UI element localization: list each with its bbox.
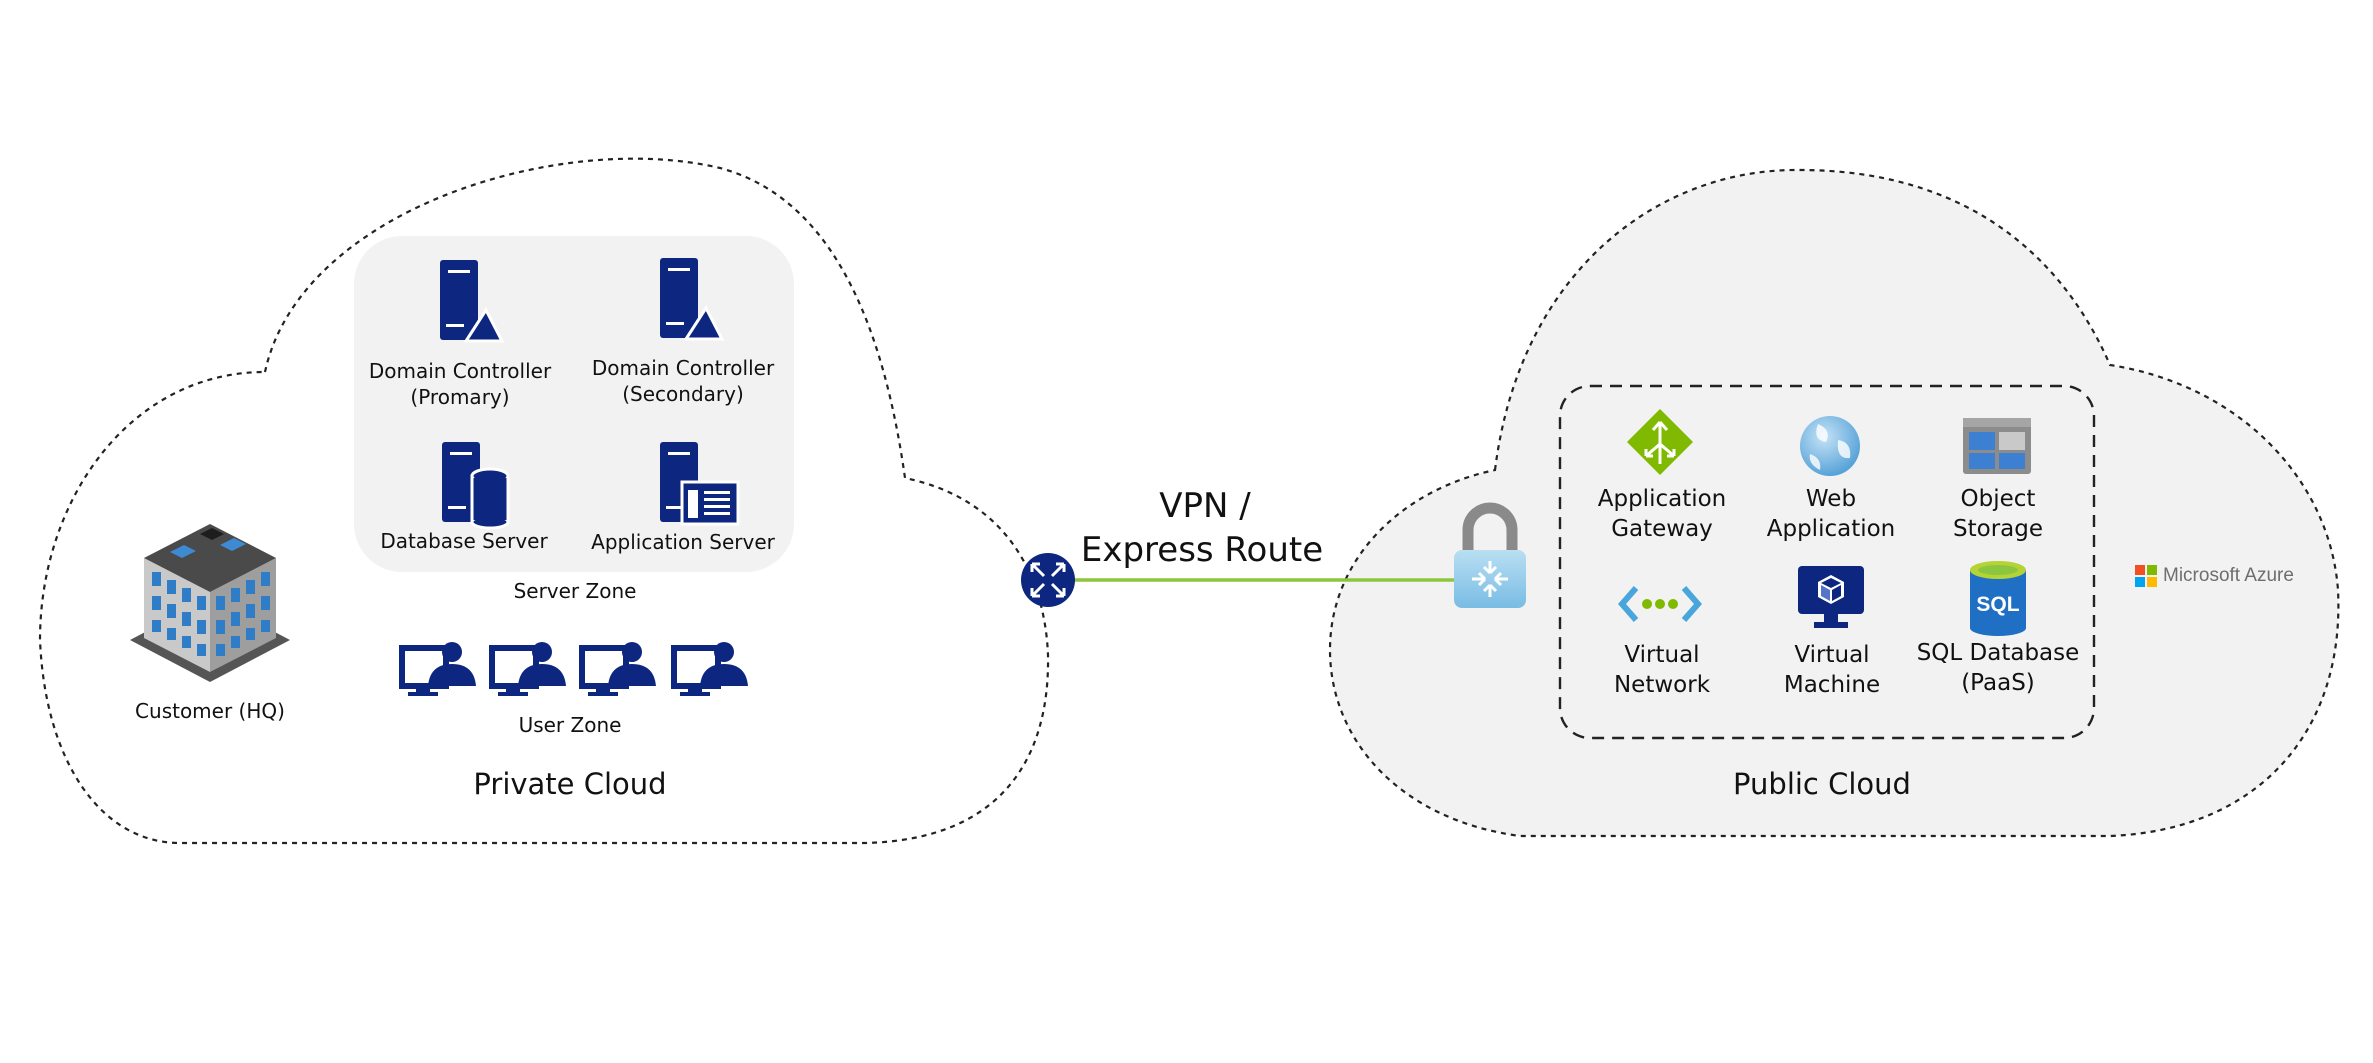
user-workstation-icon <box>579 642 656 696</box>
microsoft-logo-icon <box>2135 565 2157 587</box>
server-label-domain-controller-primary: Domain Controller (Promary) <box>368 359 552 410</box>
service-label-virtual-network: Virtual Network <box>1613 642 1711 699</box>
server-zone-label: Server Zone <box>513 579 637 603</box>
router-icon <box>1021 553 1075 607</box>
service-label-object-storage: Object Storage <box>1953 486 2043 543</box>
domain-controller-secondary-icon <box>660 258 725 341</box>
server-label-application: Application Server <box>591 530 775 554</box>
database-server-icon <box>442 442 510 530</box>
domain-controller-primary-icon <box>440 260 505 343</box>
application-server-icon <box>660 442 740 526</box>
vpn-gateway-lock-icon <box>1454 502 1526 608</box>
user-workstation-icon <box>671 642 748 696</box>
virtual-machine-icon <box>1798 566 1864 628</box>
public-cloud-title: Public Cloud <box>1733 767 1911 801</box>
service-label-virtual-machine: Virtual Machine <box>1783 642 1881 699</box>
vpn-label-line1: VPN / <box>1159 486 1251 526</box>
sql-database-icon: SQL <box>1970 561 2026 636</box>
vpn-label-line2: Express Route <box>1080 530 1324 570</box>
azure-services-box <box>1558 384 2096 740</box>
vendor-logo-text: Microsoft Azure <box>2163 565 2294 586</box>
virtual-network-icon <box>1618 586 1702 622</box>
microsoft-azure-logo: Microsoft Azure <box>2135 565 2294 587</box>
customer-hq-label: Customer (HQ) <box>135 699 285 723</box>
web-application-icon <box>1800 416 1860 476</box>
office-building-icon <box>130 524 290 682</box>
server-label-database: Database Server <box>380 529 548 553</box>
private-cloud-title: Private Cloud <box>473 767 667 801</box>
user-workstation-icon <box>489 642 566 696</box>
server-label-domain-controller-secondary: Domain Controller (Secondary) <box>591 356 775 407</box>
user-workstation-icon <box>399 642 476 696</box>
public-cloud-shape <box>1328 168 2340 838</box>
service-label-application-gateway: Application Gateway <box>1597 486 1727 543</box>
application-gateway-icon <box>1627 409 1693 475</box>
user-zone-label: User Zone <box>518 713 622 737</box>
object-storage-icon <box>1963 418 2031 474</box>
service-label-web-application: Web Application <box>1766 486 1896 543</box>
service-label-sql-database: SQL Database (PaaS) <box>1916 640 2080 697</box>
sql-icon-text: SQL <box>1976 593 2019 616</box>
